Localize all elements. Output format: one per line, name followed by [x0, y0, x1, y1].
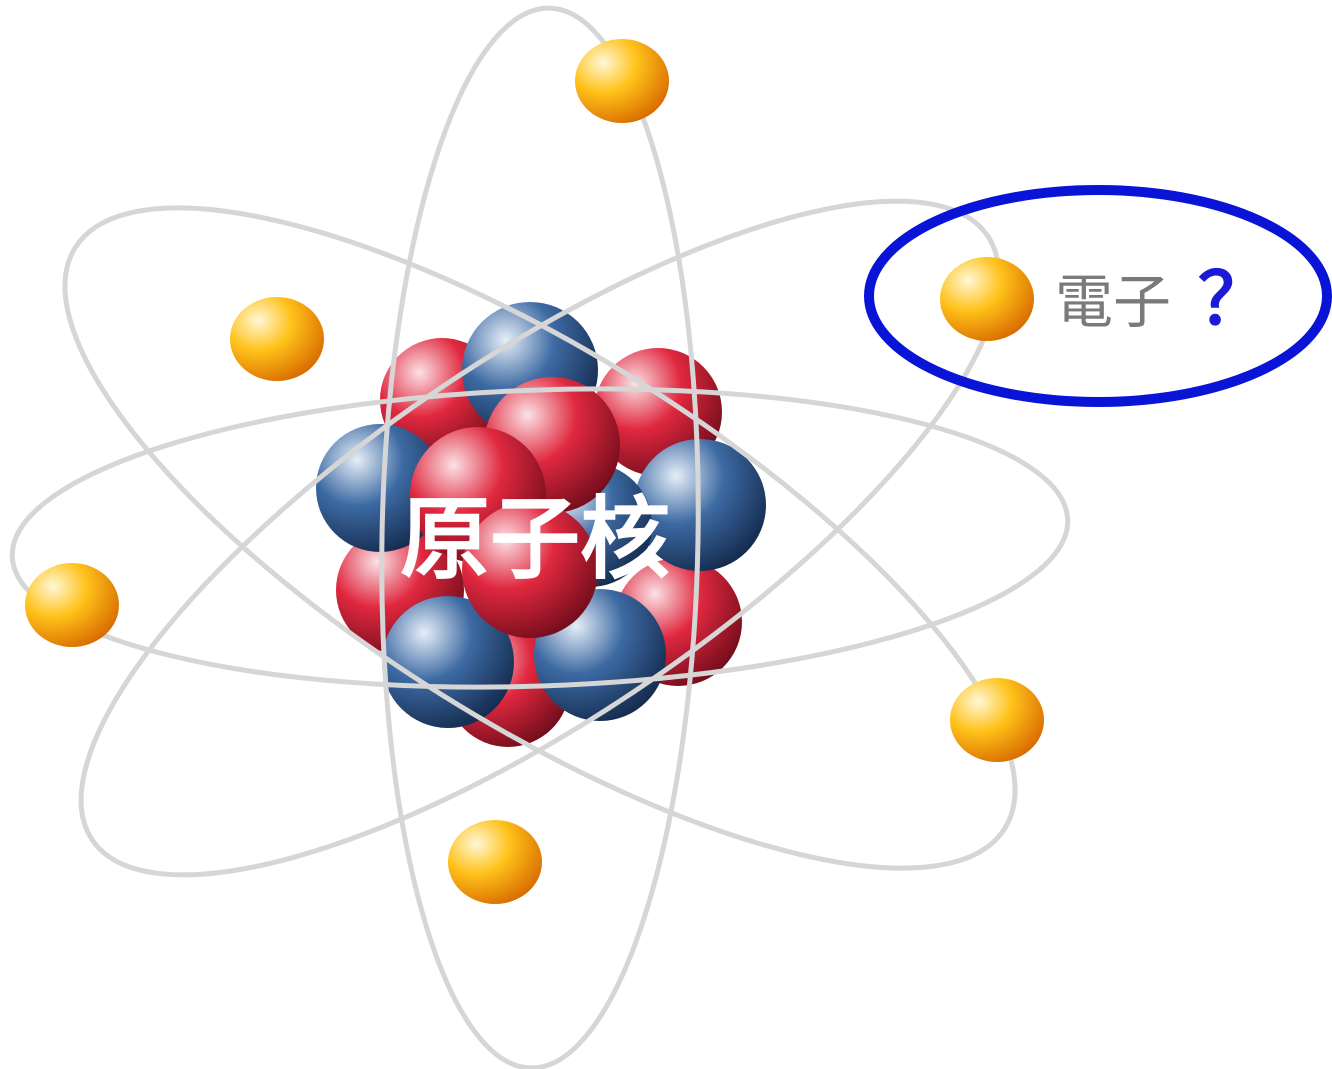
orbit-ring [78, 198, 1002, 878]
electron [575, 39, 669, 123]
electron [950, 678, 1044, 762]
orbits [9, 5, 1071, 1069]
electron [25, 563, 119, 647]
nucleus [316, 302, 766, 747]
electron [230, 297, 324, 381]
electron [448, 820, 542, 904]
electron-label: 電子 [1055, 268, 1171, 336]
electron [940, 257, 1034, 341]
neutron-particle [382, 596, 514, 728]
electron-callout: 電子 ？ [864, 185, 1332, 407]
proton-particle [462, 502, 598, 638]
orbit-ring [62, 205, 1018, 871]
orbit-ring [9, 386, 1071, 690]
callout-outline [864, 185, 1332, 407]
question-mark: ？ [1198, 257, 1270, 341]
electrons [25, 39, 1044, 904]
nucleus-label: 原子核 [400, 487, 670, 592]
orbit-ring [379, 5, 701, 1069]
